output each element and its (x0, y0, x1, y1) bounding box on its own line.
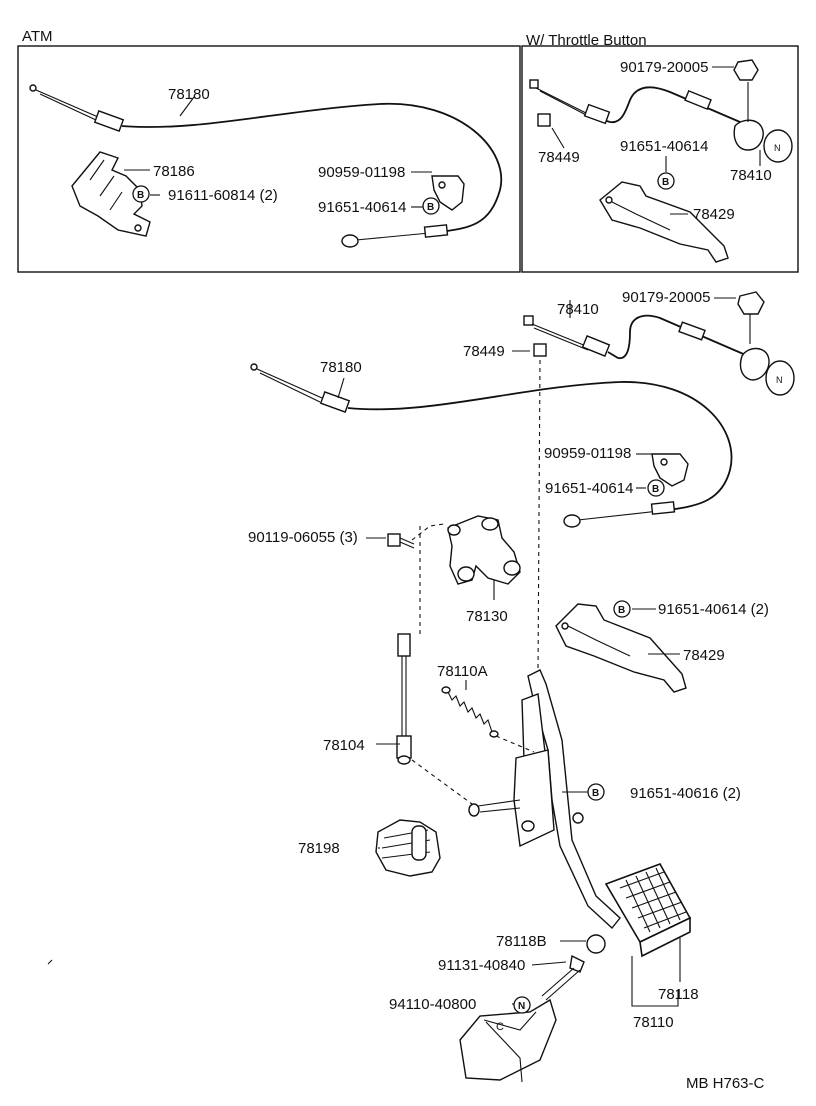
main-bracket-78130 (447, 515, 521, 585)
throttle-label-78410: 78410 (730, 167, 772, 184)
main-bracket-78429 (555, 603, 687, 693)
throttle-label-91651: 91651-40614 (620, 138, 708, 155)
main-nut-marker-c: B (587, 783, 605, 801)
main-label-90119: 90119-06055 (3) (248, 529, 358, 546)
main-label-78410: 78410 (557, 301, 599, 318)
main-cable-78410: N (523, 314, 795, 396)
main-label-78118: 78118 (658, 986, 699, 1003)
main-label-91131: 91131-40840 (438, 957, 525, 974)
atm-header: ATM (22, 28, 53, 45)
main-assembly: N (47, 289, 795, 1092)
svg-text:B: B (592, 788, 599, 799)
svg-text:B: B (618, 605, 625, 616)
main-bolt-91131 (541, 954, 585, 1001)
reference-code: MB H763-C (686, 1075, 765, 1092)
svg-text:C: C (496, 1021, 504, 1033)
main-label-78180: 78180 (320, 359, 362, 376)
atm-label-91651: 91651-40614 (318, 199, 406, 216)
atm-label-78180: 78180 (168, 86, 210, 103)
throttle-button-section: W/ Throttle Button N (521, 32, 799, 273)
main-label-78118b: 78118B (496, 933, 547, 950)
throttle-bracket-78429 (599, 181, 729, 263)
main-pedal-pad-78118 (604, 863, 692, 958)
main-label-78110: 78110 (633, 1014, 674, 1031)
atm-label-78186: 78186 (153, 163, 195, 180)
main-stopper-78118b (586, 934, 606, 954)
main-label-78198: 78198 (298, 840, 340, 857)
main-clip-90959 (651, 453, 689, 487)
throttle-frame (521, 45, 799, 273)
throttle-cable-78410: N (529, 79, 793, 163)
main-pedal-arm-78110 (468, 669, 621, 930)
main-cable-78180 (250, 363, 733, 528)
main-nut-90179 (737, 291, 765, 315)
atm-cable-78180 (29, 84, 503, 248)
main-label-90179: 90179-20005 (622, 289, 710, 306)
throttle-nut-90179 (733, 59, 759, 81)
svg-text:N: N (774, 143, 781, 153)
main-spring-78110a (441, 686, 499, 738)
main-bolt-90119 (387, 533, 415, 549)
main-label-91651a: 91651-40614 (545, 480, 633, 497)
main-label-78110a: 78110A (437, 663, 488, 680)
atm-bolt-marker: B (132, 185, 150, 203)
atm-clip-90959 (431, 175, 465, 211)
main-nut-marker-a: B (647, 479, 665, 497)
throttle-label-78449: 78449 (538, 149, 580, 166)
main-floor-plate: C (459, 998, 557, 1083)
main-label-78449: 78449 (463, 343, 505, 360)
atm-label-91611: 91611-60814 (2) (168, 187, 278, 204)
main-boot-78198 (375, 819, 441, 877)
svg-text:B: B (652, 484, 659, 495)
main-nut-marker-b: B (613, 600, 631, 618)
svg-text:N: N (776, 375, 783, 385)
atm-frame (17, 45, 521, 273)
throttle-header: W/ Throttle Button (526, 32, 647, 49)
atm-section: ATM 78180 78186 (17, 28, 521, 273)
atm-nut-marker: B (422, 197, 440, 215)
svg-text:N: N (518, 1001, 525, 1012)
main-label-78429: 78429 (683, 647, 725, 664)
main-clip-78449 (533, 343, 547, 357)
main-nut-marker-n: N (513, 996, 531, 1014)
svg-text:B: B (427, 202, 434, 213)
main-label-78130: 78130 (466, 608, 508, 625)
main-rod-78104 (396, 633, 412, 765)
main-label-91651c: 91651-40616 (2) (630, 785, 741, 802)
throttle-clip-78449 (537, 113, 551, 127)
main-label-78104: 78104 (323, 737, 365, 754)
throttle-nut-marker: B (657, 172, 675, 190)
throttle-label-90179: 90179-20005 (620, 59, 708, 76)
svg-text:B: B (137, 190, 144, 201)
svg-text:B: B (662, 177, 669, 188)
main-label-90959: 90959-01198 (544, 445, 631, 462)
main-label-91651b: 91651-40614 (2) (658, 601, 769, 618)
atm-bracket-78186 (71, 151, 151, 237)
main-label-94110: 94110-40800 (389, 996, 476, 1013)
atm-label-90959: 90959-01198 (318, 164, 405, 181)
throttle-label-78429: 78429 (693, 206, 735, 223)
